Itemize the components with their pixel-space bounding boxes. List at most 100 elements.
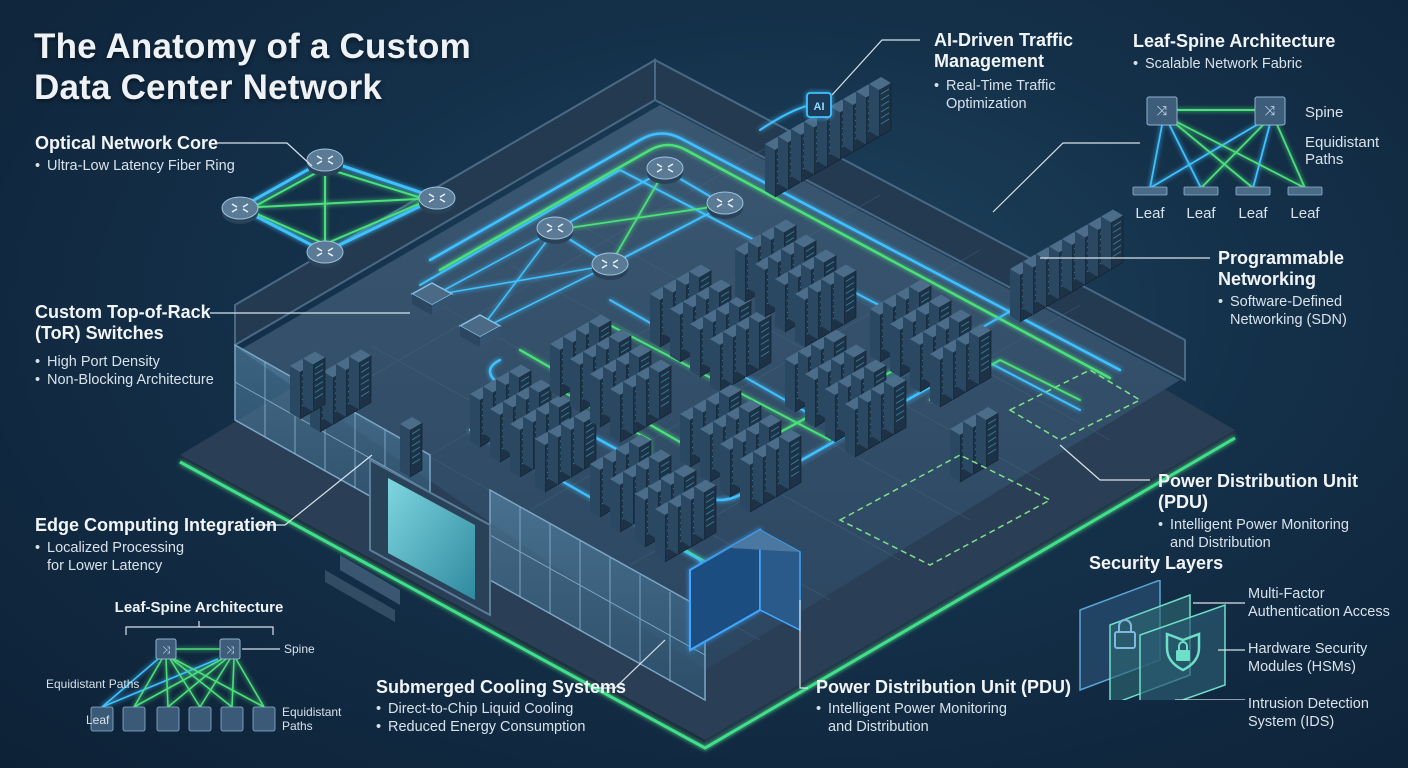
leaf-spine-bottom-heading: Leaf-Spine Architecture xyxy=(115,599,284,616)
callout-heading: (ToR) Switches xyxy=(35,323,164,343)
callout-bullet-cont: Networking (SDN) xyxy=(1230,312,1347,328)
server-rack xyxy=(834,264,857,326)
spine-switch-icon: ⤨ xyxy=(1254,96,1286,126)
callout-heading: Edge Computing Integration xyxy=(35,515,277,535)
leaf-server-icon xyxy=(252,706,276,732)
leaf-label: Leaf xyxy=(1290,205,1320,222)
callout-pdu-right: Power Distribution Unit (PDU) •Intellige… xyxy=(1158,471,1408,552)
leaf-label: Leaf xyxy=(1135,205,1165,222)
router-icon xyxy=(591,252,629,280)
leaf-server-icon xyxy=(220,706,244,732)
leaf-switch-icon xyxy=(1235,186,1271,196)
callout-bullet-cont: Optimization xyxy=(946,96,1027,112)
router-nodes xyxy=(221,148,744,280)
callout-heading: AI-Driven Traffic xyxy=(934,30,1074,50)
router-icon xyxy=(306,148,344,176)
callout-submerged-cooling: Submerged Cooling Systems •Direct-to-Chi… xyxy=(376,677,627,735)
leaf-label: Leaf xyxy=(86,713,110,727)
router-icon xyxy=(306,240,344,268)
callout-pdu-bottom: Power Distribution Unit (PDU) •Intellige… xyxy=(816,677,1071,735)
server-rack xyxy=(749,309,772,371)
router-icon xyxy=(536,216,574,244)
security-layers-heading: Security Layers xyxy=(1089,553,1224,573)
router-icon xyxy=(418,186,456,214)
callout-heading: Submerged Cooling Systems xyxy=(376,677,627,697)
server-rack xyxy=(400,417,423,478)
callout-heading: Custom Top-of-Rack xyxy=(35,302,211,322)
spine-switch-icon: ⤨ xyxy=(155,638,177,660)
callout-bullet-cont: and Distribution xyxy=(1170,535,1271,551)
server-rack xyxy=(649,359,672,421)
server-rack xyxy=(779,429,802,491)
leaf-label: Leaf xyxy=(1186,205,1216,222)
callout-heading: Optical Network Core xyxy=(35,133,219,153)
callout-ai-traffic: AI-Driven Traffic Management •Real-Time … xyxy=(934,30,1074,112)
callout-bullet: Non-Blocking Architecture xyxy=(47,372,214,388)
router-icon xyxy=(221,196,259,224)
callout-bullet: Scalable Network Fabric xyxy=(1145,56,1303,72)
leaf-server-icon xyxy=(90,706,114,732)
leaf-switch-icon xyxy=(1183,186,1219,196)
leaf-switch-icon xyxy=(1287,186,1323,196)
leaf-spine-diagram-bottom: Leaf-Spine Architecture ⤨ ⤨ Spine Equidi… xyxy=(46,599,342,733)
server-rack xyxy=(694,479,717,541)
callout-bullet: Localized Processing xyxy=(47,540,185,556)
callout-bullet: Intelligent Power Monitoring xyxy=(828,701,1007,717)
callout-heading: Networking xyxy=(1218,269,1317,289)
shield-lock-icon xyxy=(1165,632,1201,672)
server-rack xyxy=(884,374,907,436)
tor-switches xyxy=(410,282,502,347)
server-rack xyxy=(869,77,892,138)
leaf-server-icon xyxy=(156,706,180,732)
title-line-2: Data Center Network xyxy=(34,68,383,107)
callout-leaf-spine-top: Leaf-Spine Architecture •Scalable Networ… xyxy=(1133,31,1336,72)
paths-label: Paths xyxy=(1305,151,1343,168)
leaf-label: Leaf xyxy=(1238,205,1268,222)
callout-optical-core: Optical Network Core •Ultra-Low Latency … xyxy=(35,133,235,174)
callout-programmable-networking: Programmable Networking •Software-Define… xyxy=(1218,248,1347,328)
spine-label: Spine xyxy=(1305,104,1343,121)
floor-glow-edge xyxy=(179,436,1236,750)
server-rack xyxy=(303,351,326,413)
server-rack xyxy=(1101,209,1124,271)
leaf-switch-icon xyxy=(1132,186,1168,196)
server-rack xyxy=(976,407,999,468)
callout-bullet: Real-Time Traffic xyxy=(946,78,1056,94)
leaf-server-icon xyxy=(122,706,146,732)
callout-bullet: Direct-to-Chip Liquid Cooling xyxy=(388,701,574,717)
callout-bullet: High Port Density xyxy=(47,354,160,370)
paths-label: Paths xyxy=(282,719,313,733)
glass-facade xyxy=(234,343,706,702)
callout-bullet: Ultra-Low Latency Fiber Ring xyxy=(47,158,235,174)
paths-label: Equidistant xyxy=(282,705,342,719)
svg-text:⤨: ⤨ xyxy=(226,645,234,656)
svg-text:⤨: ⤨ xyxy=(162,645,170,656)
callout-heading: Programmable xyxy=(1218,248,1345,268)
leader-lines xyxy=(210,39,1210,689)
spine-switch-icon: ⤨ xyxy=(1146,96,1178,126)
leaf-spine-diagram-top: ⤨ ⤨ Spine Equidistant Paths Leaf Leaf Le… xyxy=(1132,96,1380,222)
callout-bullet: Reduced Energy Consumption xyxy=(388,719,586,735)
svg-text:⤨: ⤨ xyxy=(1157,103,1168,118)
cooling-pods xyxy=(689,528,801,652)
router-icon xyxy=(646,156,684,184)
callout-bullet-cont: for Lower Latency xyxy=(47,558,163,574)
page-title: The Anatomy of a Custom Data Center Netw… xyxy=(34,26,471,108)
router-icon xyxy=(706,191,744,219)
callout-heading: Power Distribution Unit (PDU) xyxy=(816,677,1071,697)
security-item-hsm: Hardware Security Modules (HSMs) xyxy=(1248,641,1368,675)
spine-label: Spine xyxy=(284,642,315,656)
callout-heading: Leaf-Spine Architecture xyxy=(1133,31,1336,51)
callout-heading: Management xyxy=(934,51,1045,71)
lock-icon xyxy=(1114,619,1136,649)
ai-chip-icon: AI xyxy=(806,92,832,118)
callout-bullet: Intelligent Power Monitoring xyxy=(1170,517,1349,533)
pdu-zone xyxy=(838,369,1142,566)
svg-text:⤨: ⤨ xyxy=(1265,103,1276,118)
leaf-server-icon xyxy=(188,706,212,732)
server-rack xyxy=(349,349,372,411)
spine-switch-icon: ⤨ xyxy=(219,638,241,660)
callout-bullet: Software-Defined xyxy=(1230,294,1343,310)
paths-label: Equidistant Paths xyxy=(46,677,139,691)
